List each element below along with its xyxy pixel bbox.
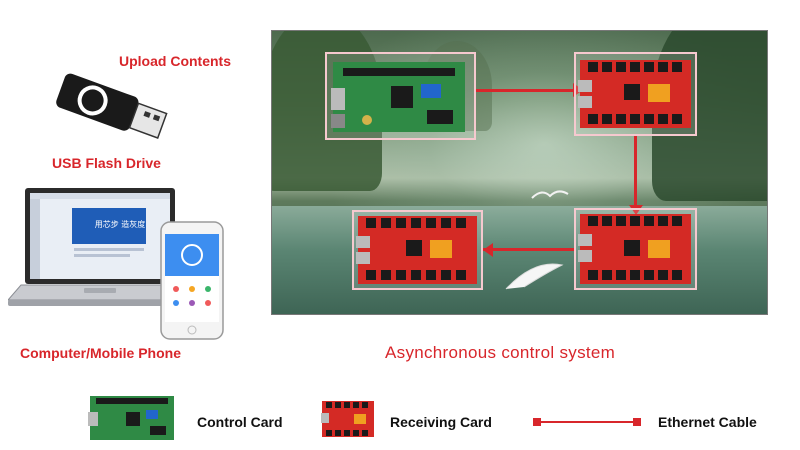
control-card-icon <box>88 396 174 440</box>
receiving-card <box>574 52 697 136</box>
legend-ethernet-cable-label: Ethernet Cable <box>658 414 757 430</box>
receiving-card <box>352 210 483 290</box>
ethernet-cable-line <box>483 248 575 251</box>
cable-arrow-icon <box>483 243 493 257</box>
mobile-phone-icon <box>160 221 224 340</box>
usb-flash-drive-label: USB Flash Drive <box>52 155 161 171</box>
control-card <box>325 52 476 140</box>
bird-icon <box>505 263 564 290</box>
ethernet-cable-line <box>475 89 575 92</box>
cable-arrow-icon <box>629 205 643 215</box>
usb-flash-drive-icon <box>56 73 168 139</box>
computer-mobile-phone-label: Computer/Mobile Phone <box>20 345 181 361</box>
ethernet-cable-line <box>634 136 637 212</box>
ethernet-cable-icon <box>533 418 641 426</box>
legend-receiving-card-label: Receiving Card <box>390 414 492 430</box>
legend-control-card-label: Control Card <box>197 414 283 430</box>
laptop-icon <box>8 188 193 306</box>
bird-icon <box>531 190 569 199</box>
receiving-card <box>574 208 697 290</box>
upload-contents-label: Upload Contents <box>119 53 231 69</box>
diagram-caption: Asynchronous control system <box>385 343 616 362</box>
receiving-card-icon <box>321 401 374 437</box>
laptop-screen-banner: 用芯步 造灰度 <box>94 220 146 229</box>
